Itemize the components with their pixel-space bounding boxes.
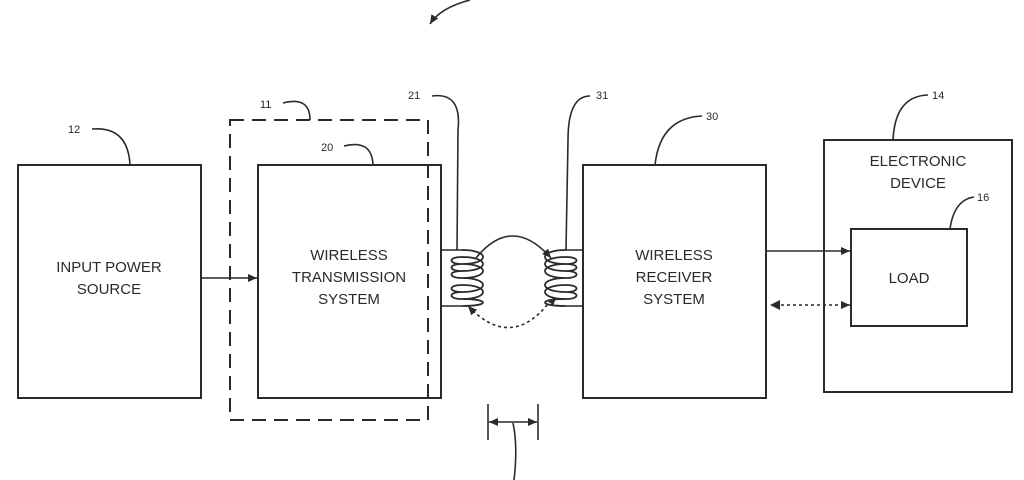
receiver-coil [544,249,578,307]
data-coupling-arrow-start-head [548,298,556,306]
input-power-source-label-2: SOURCE [77,281,141,298]
wireless-transmission-system-label-2: TRANSMISSION [292,269,406,286]
receiver-coil-wires [566,249,583,307]
load-box [850,228,968,327]
receiver-antenna-ref: 31 [596,90,608,102]
wireless-power-system-ref: 11 [260,99,271,111]
electronic-device-leader [892,94,929,141]
wireless-transmission-system-box [257,164,442,399]
transmitter-coil [450,249,484,307]
wireless-transmission-system-ref: 20 [321,142,333,154]
data-coupling-arrow [467,299,552,329]
wireless-receiver-system-label-2: RECEIVER [636,269,713,286]
wireless-power-system-leader [282,100,311,121]
system-leader-arrow [429,0,471,25]
wireless-transmission-system-label-1: WIRELESS [310,247,388,264]
data-to-load-arrow-start-head [770,300,780,310]
input-power-source-box [17,164,202,399]
wireless-transmission-system-leader [343,143,374,166]
wireless-receiver-system-leader [654,115,703,166]
load-leader [949,196,975,230]
load-ref: 16 [977,192,989,204]
transmitter-antenna-ref: 21 [408,90,420,102]
transmitter-coil-wires [441,249,462,307]
input-power-source-label-1: INPUT POWER [56,259,162,276]
wireless-receiver-system-box [582,164,767,399]
wireless-power-system-dashed-box [229,119,429,421]
input-power-source-leader [91,128,131,166]
wireless-receiver-system-ref: 30 [706,111,718,123]
wireless-transmission-system-label-3: SYSTEM [318,291,380,308]
electronic-device-ref: 14 [932,90,944,102]
receiver-antenna-leader [565,95,591,251]
load-label: LOAD [889,270,930,287]
wireless-receiver-system-label-3: SYSTEM [643,291,705,308]
wireless-receiver-system-label-1: WIRELESS [635,247,713,264]
input-power-source-ref: 12 [68,124,80,136]
electronic-device-label-1: ELECTRONIC [870,153,967,170]
separation-leader [512,422,517,480]
power-coupling-arrow [475,235,552,259]
transmitter-antenna-leader [431,94,460,251]
electronic-device-label-2: DEVICE [890,175,946,192]
